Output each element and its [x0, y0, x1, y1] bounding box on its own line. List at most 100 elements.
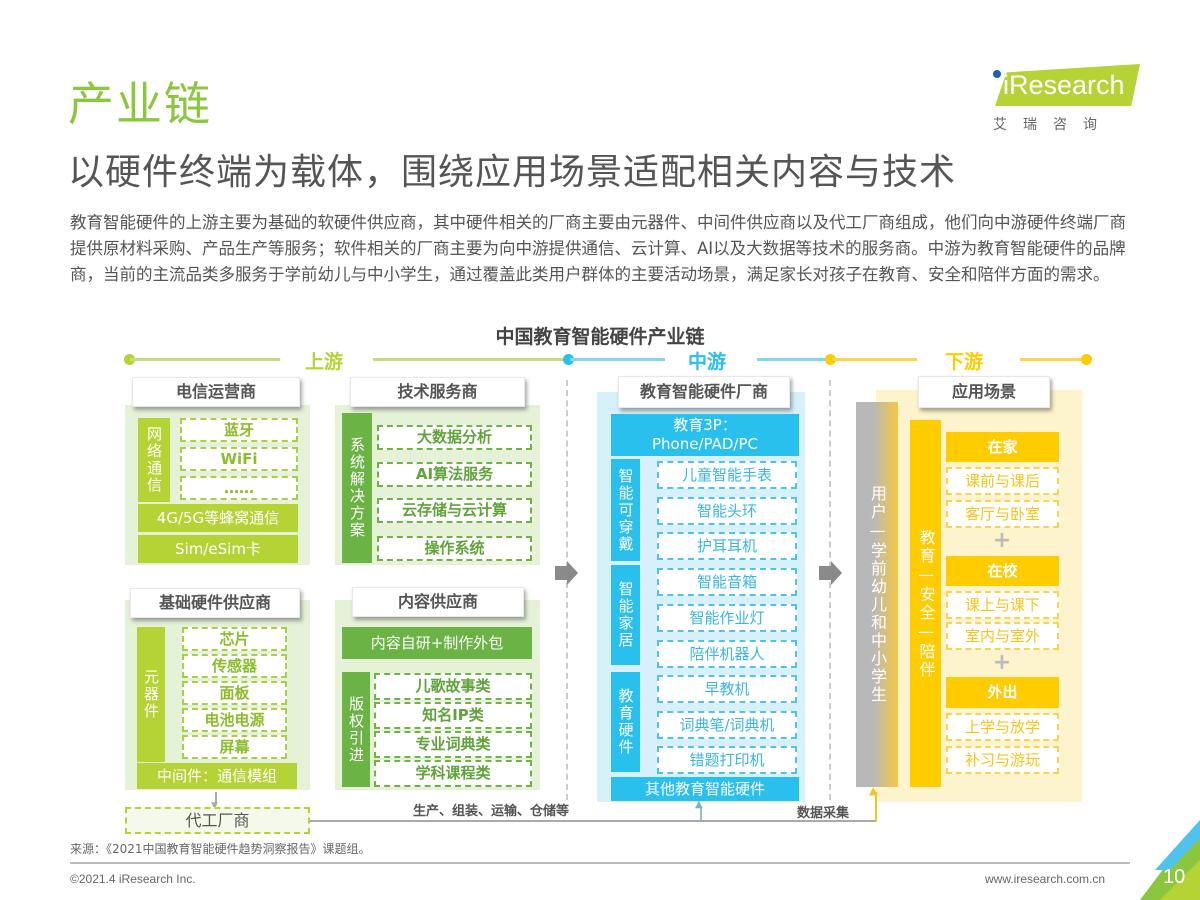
- website-link[interactable]: www.iresearch.com.cn: [985, 872, 1106, 886]
- tech-side-label: 系统解决方案: [342, 413, 372, 563]
- tech-item: AI算法服务: [377, 462, 532, 487]
- separator-up-mid: [566, 380, 568, 800]
- diagram-title: 中国教育智能硬件产业链: [495, 326, 705, 348]
- intro-paragraph: 教育智能硬件的上游主要为基础的软硬件供应商，其中硬件相关的厂商主要由元器件、中间…: [70, 213, 1126, 284]
- mid-arrow-stem: [700, 806, 702, 820]
- data-flow-up-line: [875, 792, 877, 822]
- manufacturer-item: 护耳耳机: [657, 532, 797, 560]
- production-flow-line: [310, 820, 875, 822]
- content-item: 知名IP类: [374, 702, 532, 729]
- midstream-label: 中游: [688, 351, 727, 373]
- 3p-bar: 教育3P： Phone/PAD/PC: [611, 414, 799, 456]
- logo-cn: 艾瑞咨询: [993, 117, 1113, 133]
- content-bar: 内容自研+制作外包: [342, 627, 532, 659]
- data-collection-label: 数据采集: [797, 806, 850, 821]
- midstream-start-dot: [563, 354, 574, 365]
- flow-arrow-icon: [819, 561, 842, 585]
- manufacturer-item: 儿童智能手表: [657, 461, 797, 489]
- telecom-item: 蓝牙: [180, 418, 298, 442]
- upstream-line-right: [373, 358, 568, 361]
- content-side-label: 版权引进: [342, 672, 370, 787]
- manufacturer-item: 智能音箱: [657, 568, 797, 596]
- middleware-bar: 中间件：通信模组: [137, 763, 297, 789]
- hardware-item: 面板: [182, 681, 287, 705]
- oem-arrow-stem: [215, 792, 217, 804]
- iresearch-logo: iResearch 艾瑞咨询: [985, 62, 1145, 142]
- upstream-line-left: [130, 358, 280, 361]
- separator-mid-down: [829, 380, 831, 800]
- edu-hardware-side-label: 教育硬件: [611, 672, 640, 772]
- flow-arrow-icon: [555, 561, 578, 585]
- telecom-side-label: 网络通信: [138, 418, 170, 502]
- manufacturer-item: 错题打印机: [657, 746, 797, 774]
- users-bar-overlay: 用户—学前幼儿和中小学生: [856, 402, 898, 787]
- manufacturer-header: 教育智能硬件厂商: [618, 376, 790, 408]
- downstream-label: 下游: [945, 351, 984, 373]
- page-number: 10: [1163, 866, 1186, 888]
- downstream-line-left: [832, 358, 917, 361]
- tech-item: 云存储与云计算: [377, 498, 532, 523]
- telecom-header: 电信运营商: [132, 377, 300, 407]
- telecom-item: ……: [180, 476, 298, 500]
- section-title: 产业链: [68, 77, 212, 131]
- production-label: 生产、组装、运输、仓储等: [413, 804, 570, 819]
- tech-item: 操作系统: [377, 536, 532, 561]
- 3p-bar-line2: Phone/PAD/PC: [652, 435, 758, 453]
- hardware-item: 芯片: [182, 627, 287, 651]
- downstream-end-dot: [1081, 354, 1092, 365]
- scenarios-header: 应用场景: [918, 376, 1050, 408]
- logo-dot: [993, 70, 1001, 78]
- scenario-item: 课前与课后: [946, 467, 1059, 495]
- hardware-item: 屏幕: [182, 735, 287, 759]
- scenario-item: 课上与课下: [946, 591, 1059, 619]
- scenario-item: 上学与放学: [946, 713, 1059, 741]
- manufacturer-item: 智能头环: [657, 497, 797, 525]
- scenario-item: 室内与室外: [946, 622, 1059, 650]
- other-hardware-bar: 其他教育智能硬件: [611, 777, 799, 801]
- mid-arrow-up-icon: ▲: [695, 799, 703, 810]
- corner-decoration: [1140, 820, 1200, 900]
- hardware-item: 传感器: [182, 654, 287, 678]
- downstream-line-right: [1020, 358, 1085, 361]
- manufacturer-item: 智能作业灯: [657, 604, 797, 632]
- 3p-bar-line1: 教育3P：: [673, 416, 737, 434]
- scenario-group-title: 外出: [946, 677, 1059, 708]
- plus-icon: +: [992, 650, 1012, 675]
- upstream-start-dot: [124, 354, 135, 365]
- upstream-label: 上游: [305, 351, 344, 373]
- scenarios-side-label: 教育—安全—陪伴: [910, 420, 941, 787]
- telecom-bar: Sim/eSim卡: [138, 535, 298, 563]
- smarthome-side-label: 智能家居: [611, 565, 640, 665]
- headline: 以硬件终端为载体，围绕应用场景适配相关内容与技术: [68, 152, 957, 193]
- midstream-line-right: [757, 358, 827, 361]
- footer-divider: [70, 862, 1130, 864]
- scenario-group-title: 在校: [946, 556, 1059, 586]
- tech-header: 技术服务商: [350, 377, 525, 407]
- tech-item: 大数据分析: [377, 425, 532, 450]
- scenario-item: 补习与游玩: [946, 746, 1059, 774]
- telecom-item: WiFi: [180, 447, 298, 471]
- content-item: 学科课程类: [374, 760, 532, 787]
- telecom-bar: 4G/5G等蜂窝通信: [138, 504, 298, 532]
- data-arrow-up-icon: ▲: [869, 784, 878, 797]
- downstream-start-dot: [825, 354, 836, 365]
- hardware-item: 电池电源: [182, 708, 287, 732]
- scenario-group-title: 在家: [946, 432, 1059, 462]
- midstream-line-left: [570, 358, 665, 361]
- scenario-item: 客厅与卧室: [946, 500, 1059, 528]
- plus-icon: +: [992, 528, 1012, 553]
- content-header: 内容供应商: [352, 587, 524, 617]
- manufacturer-item: 早教机: [657, 675, 797, 703]
- oem-box: 代工厂商: [125, 807, 310, 834]
- logo-text: iResearch: [1003, 70, 1125, 100]
- content-item: 儿歌故事类: [374, 673, 532, 700]
- manufacturer-item: 词典笔/词典机: [657, 711, 797, 739]
- oem-arrow-icon: ▼: [211, 801, 218, 811]
- hardware-side-label: 元器件: [137, 627, 165, 762]
- hardware-header: 基础硬件供应商: [130, 588, 300, 618]
- source-note: 来源：《2021中国教育智能硬件趋势洞察报告》课题组。: [70, 842, 371, 856]
- copyright: ©2021.4 iResearch Inc.: [70, 872, 196, 886]
- wearable-side-label: 智能可穿戴: [611, 459, 640, 561]
- content-item: 专业词典类: [374, 731, 532, 758]
- manufacturer-item: 陪伴机器人: [657, 640, 797, 668]
